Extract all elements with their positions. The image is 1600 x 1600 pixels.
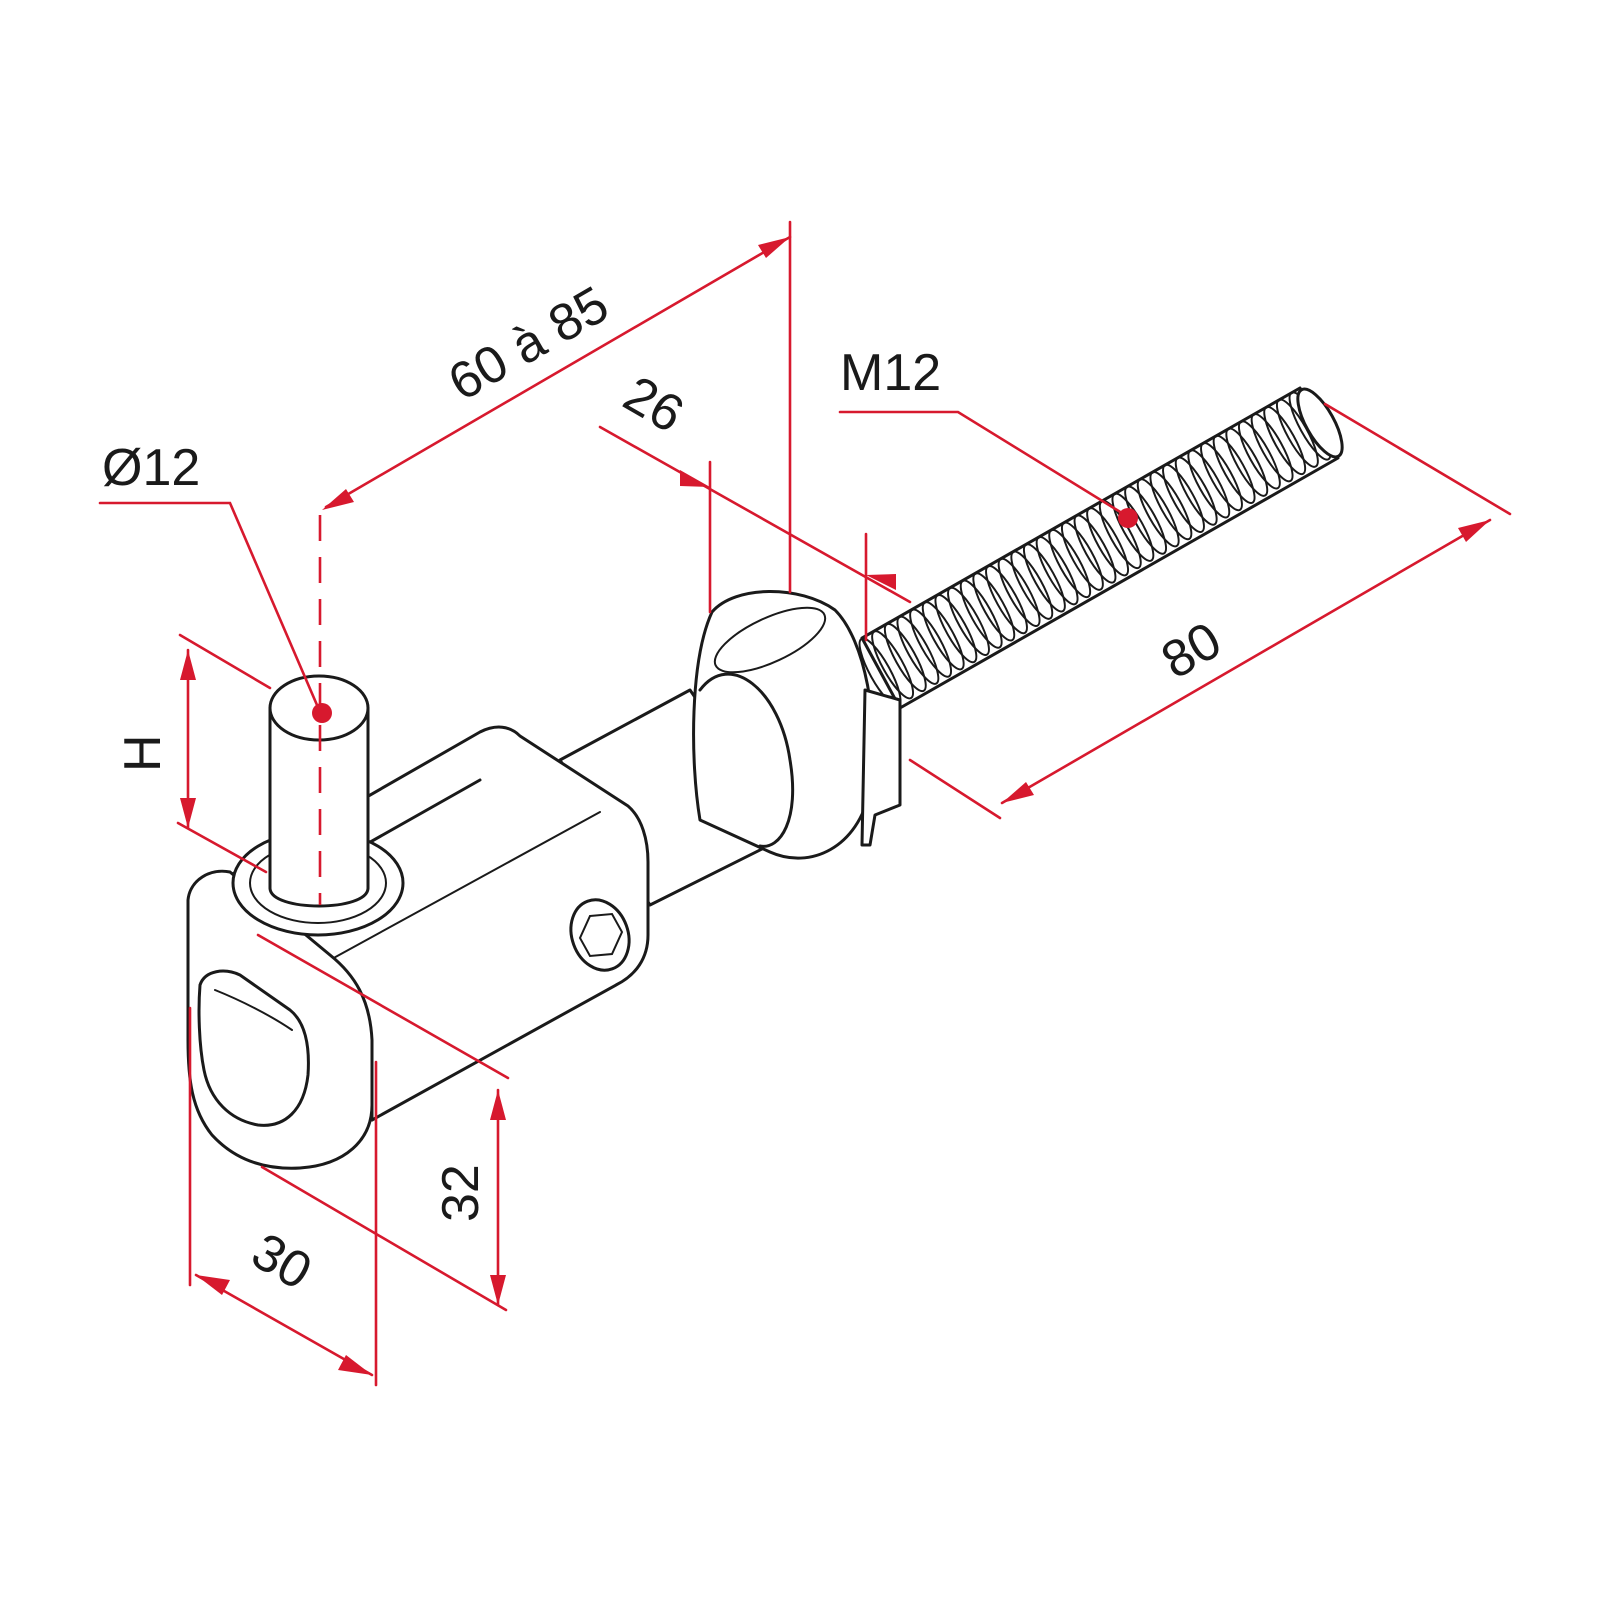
thread-ring [1174, 456, 1218, 526]
thread-ring [1111, 492, 1155, 562]
center-distance-dimension: 60 à 85 [322, 220, 792, 594]
thread-ring [934, 594, 978, 664]
threaded-rod [858, 386, 1344, 710]
thread-ring [1136, 478, 1180, 548]
thread-ring [985, 565, 1028, 635]
thread-ring [883, 622, 927, 693]
pin-diameter-label: Ø12 [102, 439, 200, 497]
thread-ring [1086, 507, 1129, 577]
thread-ring [1200, 442, 1243, 512]
collar [692, 590, 902, 860]
thread-ring [1073, 514, 1117, 584]
thread-ring [1010, 550, 1054, 620]
thread-ring [1162, 463, 1205, 533]
hinge-block [186, 725, 650, 1170]
thread-ring [1124, 485, 1167, 555]
thread-ring [1250, 413, 1294, 483]
thread-ring [909, 608, 952, 678]
thread-ring [871, 630, 914, 700]
pin-height-dimension: H [114, 633, 272, 874]
thread-ring [1263, 405, 1307, 476]
center-distance-label: 60 à 85 [439, 275, 618, 412]
thread-rings [858, 391, 1332, 707]
thread-ring [972, 572, 1016, 642]
thread-size-dimension: M12 [838, 344, 1138, 528]
thread-ring [947, 586, 990, 656]
pin-diameter-dot [312, 703, 332, 723]
pin-height-label: H [114, 734, 172, 772]
thread-size-dot [1118, 508, 1138, 528]
thread-ring [896, 615, 940, 685]
thread-ring [1035, 536, 1079, 606]
thread-ring [921, 601, 965, 671]
thread-ring [1023, 543, 1066, 613]
thread-ring [959, 579, 1003, 649]
hinge-part [186, 386, 1344, 1170]
thread-ring [1149, 471, 1193, 541]
collar-width-label: 26 [614, 365, 693, 444]
thread-ring [1061, 521, 1104, 591]
thread-ring [997, 557, 1041, 627]
block-height-dimension: 32 [256, 933, 510, 1312]
hex-socket [569, 898, 631, 972]
thread-ring [1238, 420, 1281, 490]
block-height-label: 32 [432, 1164, 490, 1222]
thread-ring [1187, 449, 1231, 519]
thread-ring [1225, 427, 1269, 497]
thread-size-label: M12 [840, 344, 941, 402]
block-width-label: 30 [242, 1222, 321, 1301]
thread-ring [1048, 528, 1092, 599]
thread-ring [1212, 434, 1256, 504]
pin-diameter-dimension: Ø12 [98, 439, 332, 723]
